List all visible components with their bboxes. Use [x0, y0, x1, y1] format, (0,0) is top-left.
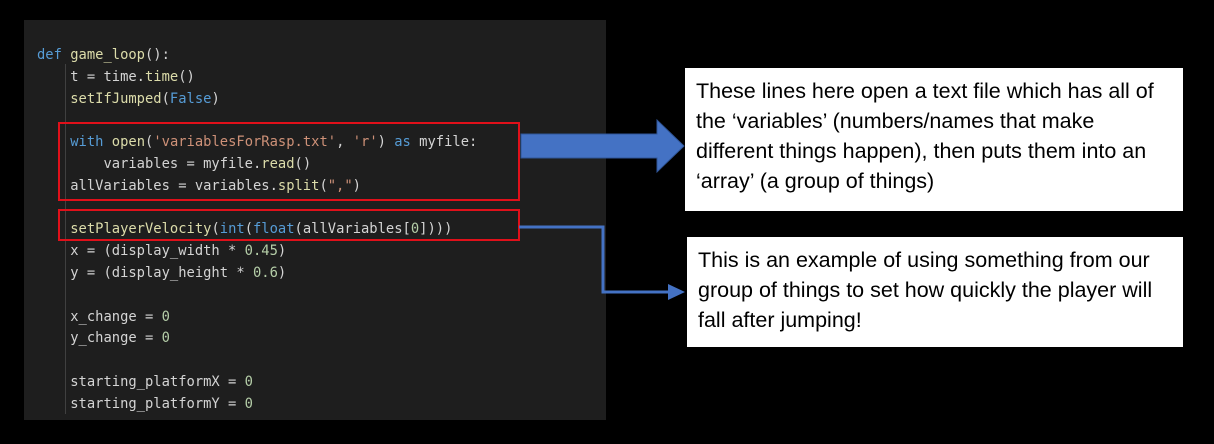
code-token: )	[377, 134, 395, 151]
code-token: 0	[410, 221, 420, 238]
code-token: ,	[336, 134, 353, 151]
code-token: 0	[244, 374, 253, 390]
code-token: game_loop	[70, 47, 145, 63]
code-token: (	[244, 221, 253, 238]
code-token: variables = myfile.	[37, 156, 262, 172]
code-token: False	[169, 90, 212, 107]
code-token: def	[37, 47, 71, 63]
code-token: 'variablesForRasp.txt'	[153, 134, 337, 151]
code-token: with	[70, 134, 112, 151]
code-token: time	[144, 68, 179, 85]
code-line: x_change = 0	[37, 306, 170, 328]
code-token: (	[319, 177, 328, 194]
file-read-highlight-box	[58, 122, 520, 201]
file-read-callout: These lines here open a text file which …	[685, 68, 1183, 211]
elbow-connector-line	[519, 225, 668, 294]
code-line: setPlayerVelocity(int(float(allVariables…	[37, 218, 452, 240]
elbow-arrowhead	[668, 284, 685, 300]
code-token: as	[394, 134, 411, 151]
code-line: allVariables = variables.split(",")	[37, 175, 361, 197]
code-token: )	[211, 90, 220, 107]
code-token: (	[145, 134, 154, 151]
code-token: 0.6	[252, 265, 278, 281]
code-token: int	[219, 221, 245, 238]
code-token: 0.45	[244, 243, 278, 260]
code-token: x_change =	[37, 308, 162, 325]
code-token: myfile:	[410, 134, 478, 151]
code-line: t = time.time()	[37, 66, 195, 88]
code-token: 'r'	[352, 134, 378, 151]
code-token: x = (display_width *	[37, 243, 245, 260]
code-line: y = (display_height * 0.6)	[37, 262, 286, 284]
code-token: 0	[161, 330, 170, 347]
code-token: split	[277, 177, 320, 194]
code-token: (allVariables[	[294, 221, 411, 238]
code-token: 0	[244, 395, 253, 412]
code-token: (	[161, 90, 170, 107]
code-token: setIfJumped	[70, 90, 162, 107]
code-token: )	[277, 265, 287, 281]
code-token: allVariables = variables.	[37, 177, 278, 194]
code-token: starting_platformY =	[37, 395, 245, 412]
code-token: t = time.	[37, 68, 145, 85]
code-line: def game_loop():	[37, 44, 170, 66]
code-token: float	[253, 221, 295, 238]
code-token: read	[261, 156, 295, 172]
code-token: setPlayerVelocity	[70, 221, 212, 238]
block-arrow-right	[520, 118, 685, 174]
code-token: )	[277, 243, 287, 260]
velocity-highlight-box	[58, 209, 520, 241]
code-token: y_change =	[37, 330, 162, 347]
code-token: ])))	[419, 221, 453, 238]
code-editor-panel: def game_loop(): t = time.time() setIfJu…	[24, 20, 606, 420]
code-line: variables = myfile.read()	[37, 153, 311, 175]
code-token: ","	[327, 177, 353, 194]
code-token: (	[211, 221, 220, 238]
code-line: starting_platformX = 0	[37, 371, 253, 393]
code-line: with open('variablesForRasp.txt', 'r') a…	[37, 131, 477, 153]
code-token: ()	[294, 156, 312, 172]
code-token: ():	[145, 47, 170, 63]
code-line: y_change = 0	[37, 327, 170, 349]
code-token: )	[352, 177, 361, 194]
code-token: open	[111, 134, 146, 151]
code-line: x = (display_width * 0.45)	[37, 240, 286, 262]
code-token: starting_platformX =	[37, 374, 245, 390]
velocity-callout: This is an example of using something fr…	[687, 237, 1183, 347]
code-token: y = (display_height *	[37, 265, 253, 281]
code-line: setIfJumped(False)	[37, 88, 220, 110]
code-token: ()	[178, 68, 195, 85]
code-token: 0	[161, 308, 170, 325]
code-line: starting_platformY = 0	[37, 393, 253, 415]
